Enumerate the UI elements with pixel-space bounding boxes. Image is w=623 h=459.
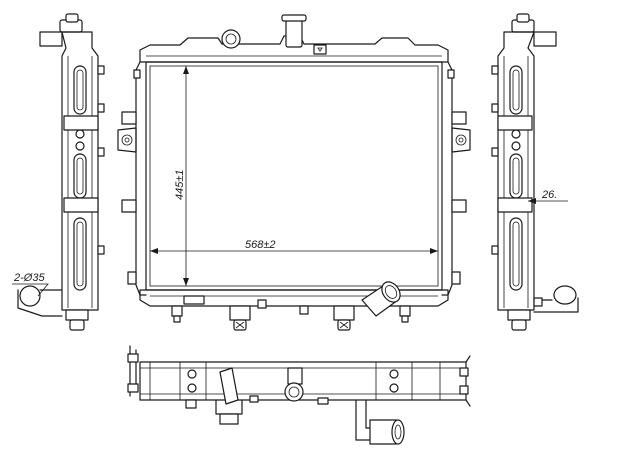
bottom-tank [139, 289, 449, 307]
radiator-core [145, 61, 443, 291]
right-mounting-bracket [451, 111, 471, 285]
left-mounting-bracket [117, 111, 137, 285]
top-inlet-pipe [281, 14, 307, 48]
height-dimension [183, 66, 189, 286]
depth-label: 26. [541, 189, 557, 201]
bottom-view-drain-pipe [215, 367, 243, 425]
right-side-view: 26. [491, 13, 579, 331]
left-side-view: 2-Ø35 [12, 13, 105, 331]
outlet-pipe [361, 281, 401, 317]
bottom-view [127, 345, 471, 445]
bottom-stud-left [171, 305, 183, 323]
right-side-frame [441, 61, 453, 296]
left-side-frame [135, 61, 147, 296]
left-side-tank [61, 31, 99, 311]
bottom-view-tank [139, 361, 467, 401]
bottom-view-cap-icon [284, 367, 304, 402]
right-side-tank [497, 31, 535, 311]
pipe-diameter-label: 2-Ø35 [13, 272, 45, 284]
front-view: 445±1 568±2 [117, 14, 471, 331]
filler-cap-icon [221, 29, 241, 49]
left-lower-pipe-icon [17, 285, 63, 317]
width-label: 568±2 [245, 239, 276, 251]
right-lower-pipe-icon [533, 285, 579, 313]
bottom-mount-right-icon [333, 305, 355, 331]
bottom-mount-left-icon [229, 305, 251, 331]
bottom-view-outlet-pipe [355, 399, 405, 445]
width-dimension [150, 248, 438, 254]
bottom-stud-right [399, 305, 411, 323]
height-label: 445±1 [174, 169, 186, 200]
